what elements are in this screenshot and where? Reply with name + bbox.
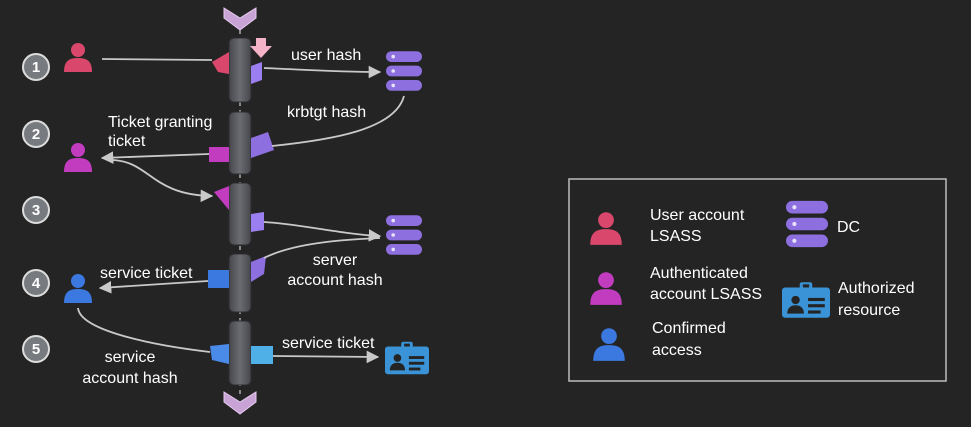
service-hash-block-icon [210,344,229,364]
tgt-label-line2: ticket [108,133,146,150]
pipe-segment-2 [228,111,252,175]
flow-labels: user hash krbtgt hash Ticket granting ti… [82,47,382,387]
pipe-segment-4 [228,253,252,313]
pipe-segment-1 [228,37,252,103]
dc-small-block-icon [251,62,262,84]
legend-confirmed-line1: Confirmed [652,320,726,337]
step-5-marker: 5 [22,335,50,363]
legend-resource-line2: resource [838,302,900,319]
pipe-segment-5 [228,320,252,386]
legend-box [568,178,947,382]
server-hash-line1: server [313,252,358,269]
step-3-number: 3 [32,202,40,219]
dc-block-3-icon [251,212,264,232]
arrow-service-hash [77,307,211,353]
server-hash-block-icon [251,256,266,282]
step-2-marker: 2 [22,120,50,148]
arrow-to-dc-2 [263,221,382,242]
tgt-label-line1: Ticket granting [108,114,212,131]
step-2-number: 2 [32,126,40,143]
service-hash-line2: account hash [82,370,177,387]
legend-dc-label: DC [837,219,860,236]
pipe-segment-3 [228,182,252,246]
step-5-number: 5 [32,341,40,358]
legend-auth-lsass-line2: account LSASS [650,286,762,303]
service-ticket-right-label: service ticket [282,335,375,352]
step-4-marker: 4 [22,269,50,297]
arrow-server-hash [263,237,381,259]
krbtgt-block-icon [251,132,274,158]
confirmed-access-person-icon [64,274,92,303]
legend-auth-lsass-line1: Authenticated [650,265,748,282]
arrow-service-ticket-right [272,350,380,364]
flow-arrows [77,58,405,364]
service-ticket-left-label: service ticket [100,265,193,282]
server-hash-line2: account hash [287,272,382,289]
user-block-icon [212,52,229,74]
legend-resource-icon [782,282,830,318]
down-arrow-icon [250,38,272,58]
authenticated-person-icon [64,143,92,172]
legend-resource-line1: Authorized [838,280,915,297]
legend-confirmed-icon [593,328,625,361]
step-4-number: 4 [32,275,41,292]
top-chevron-icon [223,7,257,31]
step-1-marker: 1 [22,53,50,81]
authorized-resource-card-icon [385,341,429,375]
arrow-krbtgt-hash [271,95,405,147]
legend: User account LSASS Authenticated account… [568,178,947,382]
arrow-tgt-to-pipe [109,159,214,203]
service-ticket-block-icon [208,270,229,288]
dc-database-icon-1 [386,51,422,91]
step-3-marker: 3 [22,196,50,224]
dc-database-icon-2 [386,215,422,255]
legend-user-account-icon [590,212,622,245]
resource-block-icon [251,346,273,364]
auth-block-icon [214,186,229,210]
step-1-number: 1 [32,59,40,76]
arrow-user-hash [263,65,382,79]
legend-user-lsass-line1: User account [650,207,745,224]
step-markers: 1 2 3 4 5 [22,53,50,363]
user-account-person-icon [64,43,92,72]
user-hash-label: user hash [291,47,361,64]
legend-confirmed-line2: access [652,342,702,359]
arrow-service-ticket-left [98,280,209,294]
service-hash-line1: service [105,349,156,366]
tgt-block-icon [209,147,229,162]
arrow-tgt-to-user [100,151,210,164]
bottom-chevron-icon [223,391,257,415]
pipe-blocks [208,38,274,364]
arrow-user-to-pipe [101,58,213,61]
legend-user-lsass-line2: LSASS [650,228,702,245]
krbtgt-hash-label: krbtgt hash [287,104,366,121]
legend-authenticated-icon [590,272,622,305]
pipe-segments [228,37,252,386]
legend-dc-icon [786,200,828,248]
